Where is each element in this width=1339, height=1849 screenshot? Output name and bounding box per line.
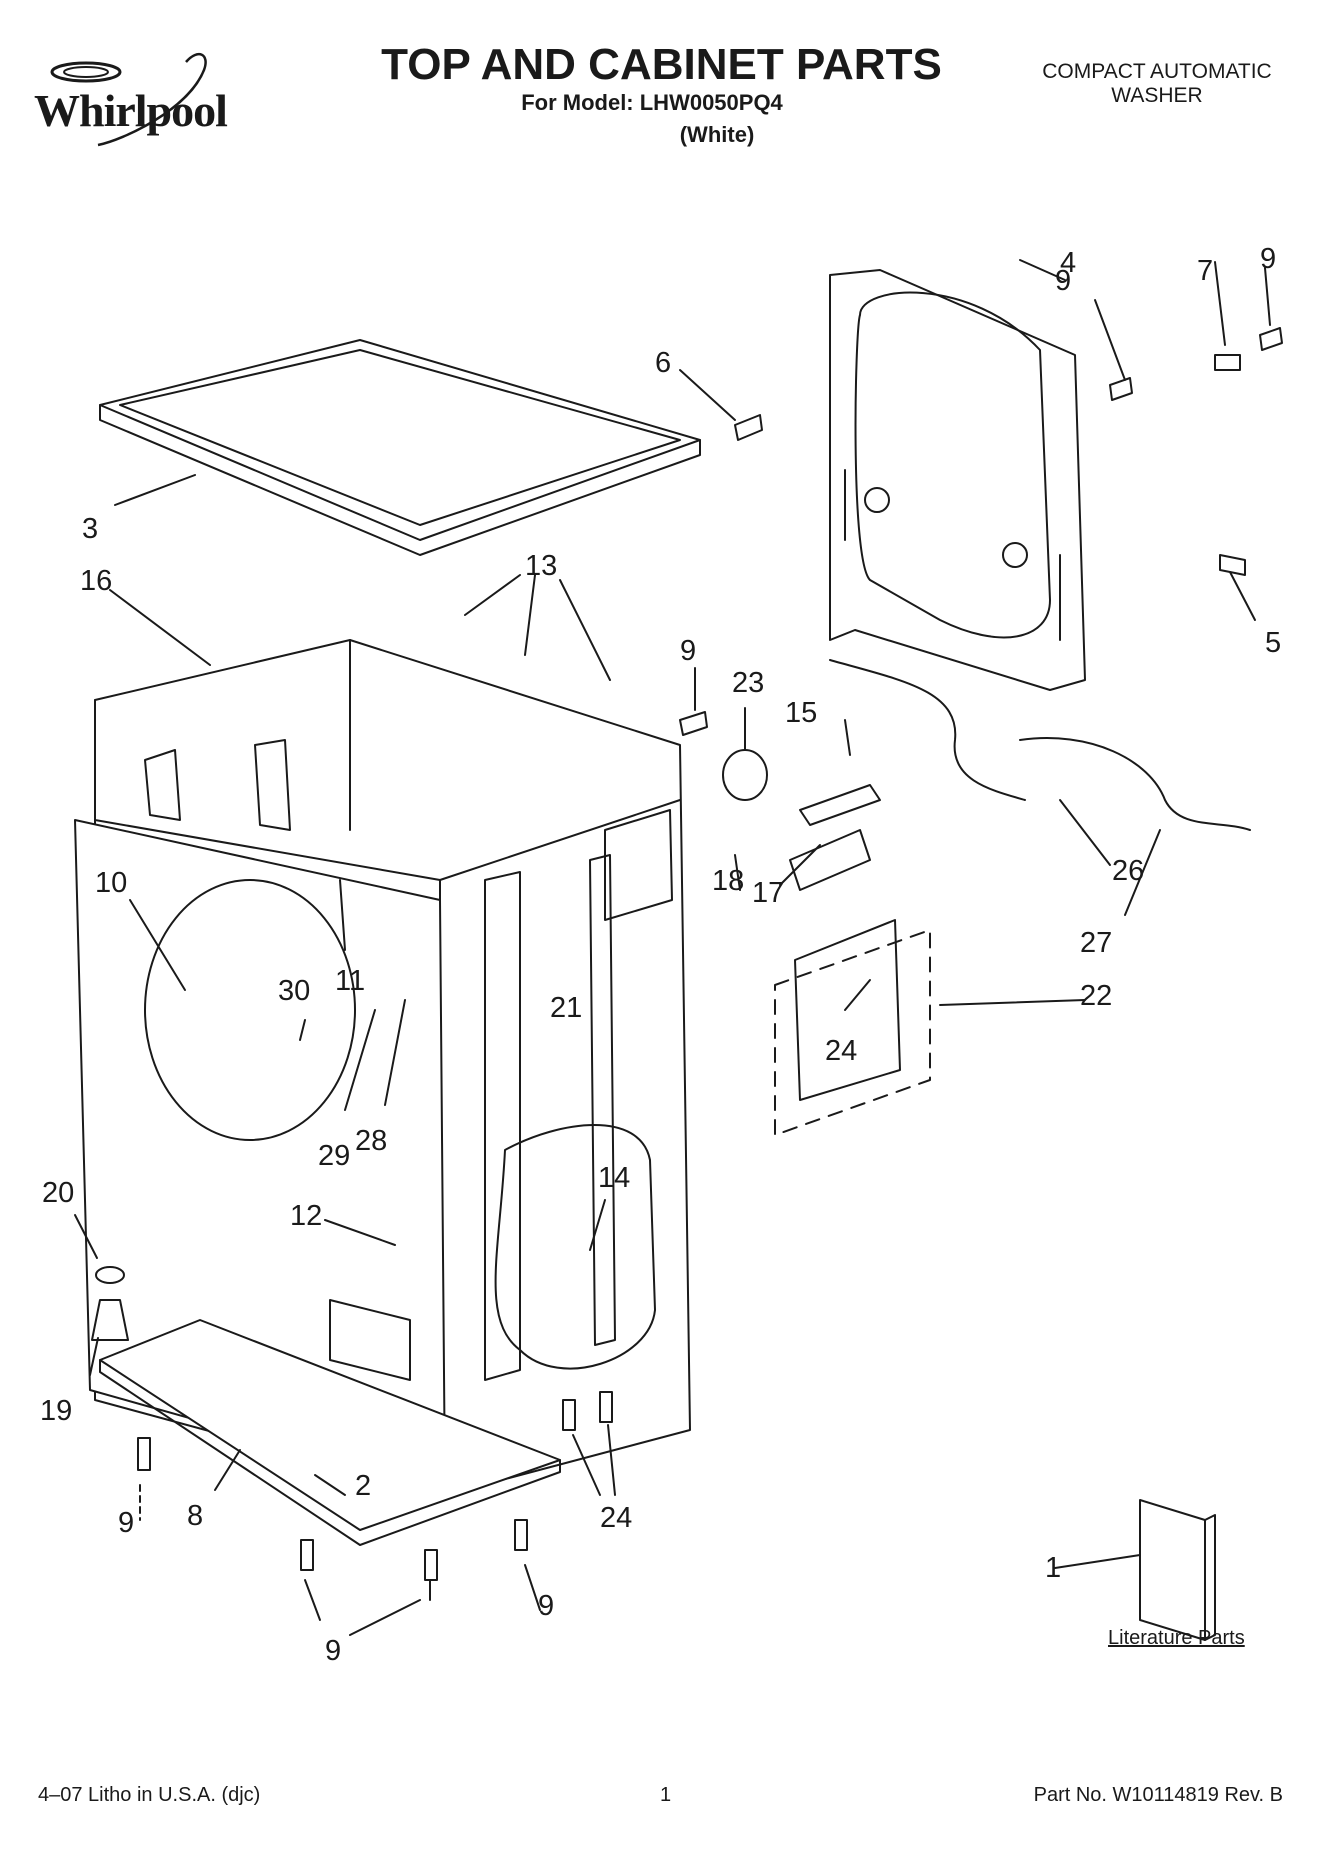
callout-9-base-left: 9 — [118, 1507, 134, 1539]
part-screws — [91, 327, 1283, 1581]
callout-12: 12 — [290, 1200, 322, 1232]
callout-1: 1 — [1045, 1552, 1061, 1584]
callout-6: 6 — [655, 347, 671, 379]
brand-wordmark: Whirlpool — [34, 85, 228, 136]
footer-page-number: 1 — [660, 1784, 672, 1806]
callout-9-top-right: 9 — [1260, 243, 1276, 275]
callout-18: 18 — [712, 865, 744, 897]
part-base — [99, 1319, 561, 1546]
product-type-line2: WASHER — [1111, 84, 1203, 107]
callout-20: 20 — [42, 1177, 74, 1209]
callout-27: 27 — [1080, 927, 1112, 959]
callout-9-base-right: 9 — [538, 1590, 554, 1622]
leader-lines — [74, 259, 1271, 1636]
callout-3: 3 — [82, 513, 98, 545]
callout-8: 8 — [187, 1500, 203, 1532]
callout-7: 7 — [1197, 255, 1213, 287]
callout-30: 30 — [278, 975, 310, 1007]
callout-26: 26 — [1112, 855, 1144, 887]
callout-2: 2 — [355, 1470, 371, 1502]
callout-9-base-bottom: 9 — [325, 1635, 341, 1667]
callout-21: 21 — [550, 992, 582, 1024]
callout-4: 4 — [1060, 247, 1076, 279]
callout-9-rear: 9 — [1055, 265, 1071, 297]
callout-17: 17 — [752, 877, 784, 909]
callout-10: 10 — [95, 867, 127, 899]
part-top-lid — [99, 339, 701, 556]
callout-13: 13 — [525, 550, 557, 582]
color-line: (White) — [679, 122, 755, 147]
part-control-bracket — [774, 919, 931, 1136]
callout-15: 15 — [785, 697, 817, 729]
part-literature — [1139, 1499, 1216, 1641]
callout-29: 29 — [318, 1140, 350, 1172]
callout-28: 28 — [355, 1125, 387, 1157]
logo-swirl-icon — [50, 52, 207, 147]
product-type: COMPACT AUTOMATIC WASHER — [1027, 60, 1287, 108]
callout-16: 16 — [80, 565, 112, 597]
product-type-line1: COMPACT AUTOMATIC — [1042, 60, 1272, 83]
callout-24-base: 24 — [600, 1502, 632, 1534]
footer-litho: 4–07 Litho in U.S.A. (djc) — [38, 1784, 261, 1806]
callout-22: 22 — [1080, 980, 1112, 1012]
callout-labels: 1 2 3 4 5 6 7 8 9 9 9 9 9 9 10 11 12 13 … — [40, 243, 1281, 1667]
footer-part-number: Part No. W10114819 Rev. B — [1033, 1784, 1283, 1806]
callout-23: 23 — [732, 667, 764, 699]
callout-24-bracket: 24 — [825, 1035, 857, 1067]
whirlpool-logo: Whirlpool — [28, 50, 258, 150]
part-rear-panel — [829, 269, 1086, 691]
callout-19: 19 — [40, 1395, 72, 1427]
callout-11: 11 — [335, 965, 365, 997]
model-line: For Model: LHW0050PQ4 — [521, 90, 783, 115]
literature-parts-label: Literature Parts — [1108, 1627, 1245, 1649]
callout-9-cabinet: 9 — [680, 635, 696, 667]
part-pressure-switch — [722, 749, 881, 891]
callout-14: 14 — [598, 1162, 630, 1194]
part-cords — [829, 659, 1251, 831]
page-title: TOP AND CABINET PARTS — [381, 40, 942, 89]
callout-5: 5 — [1265, 627, 1281, 659]
